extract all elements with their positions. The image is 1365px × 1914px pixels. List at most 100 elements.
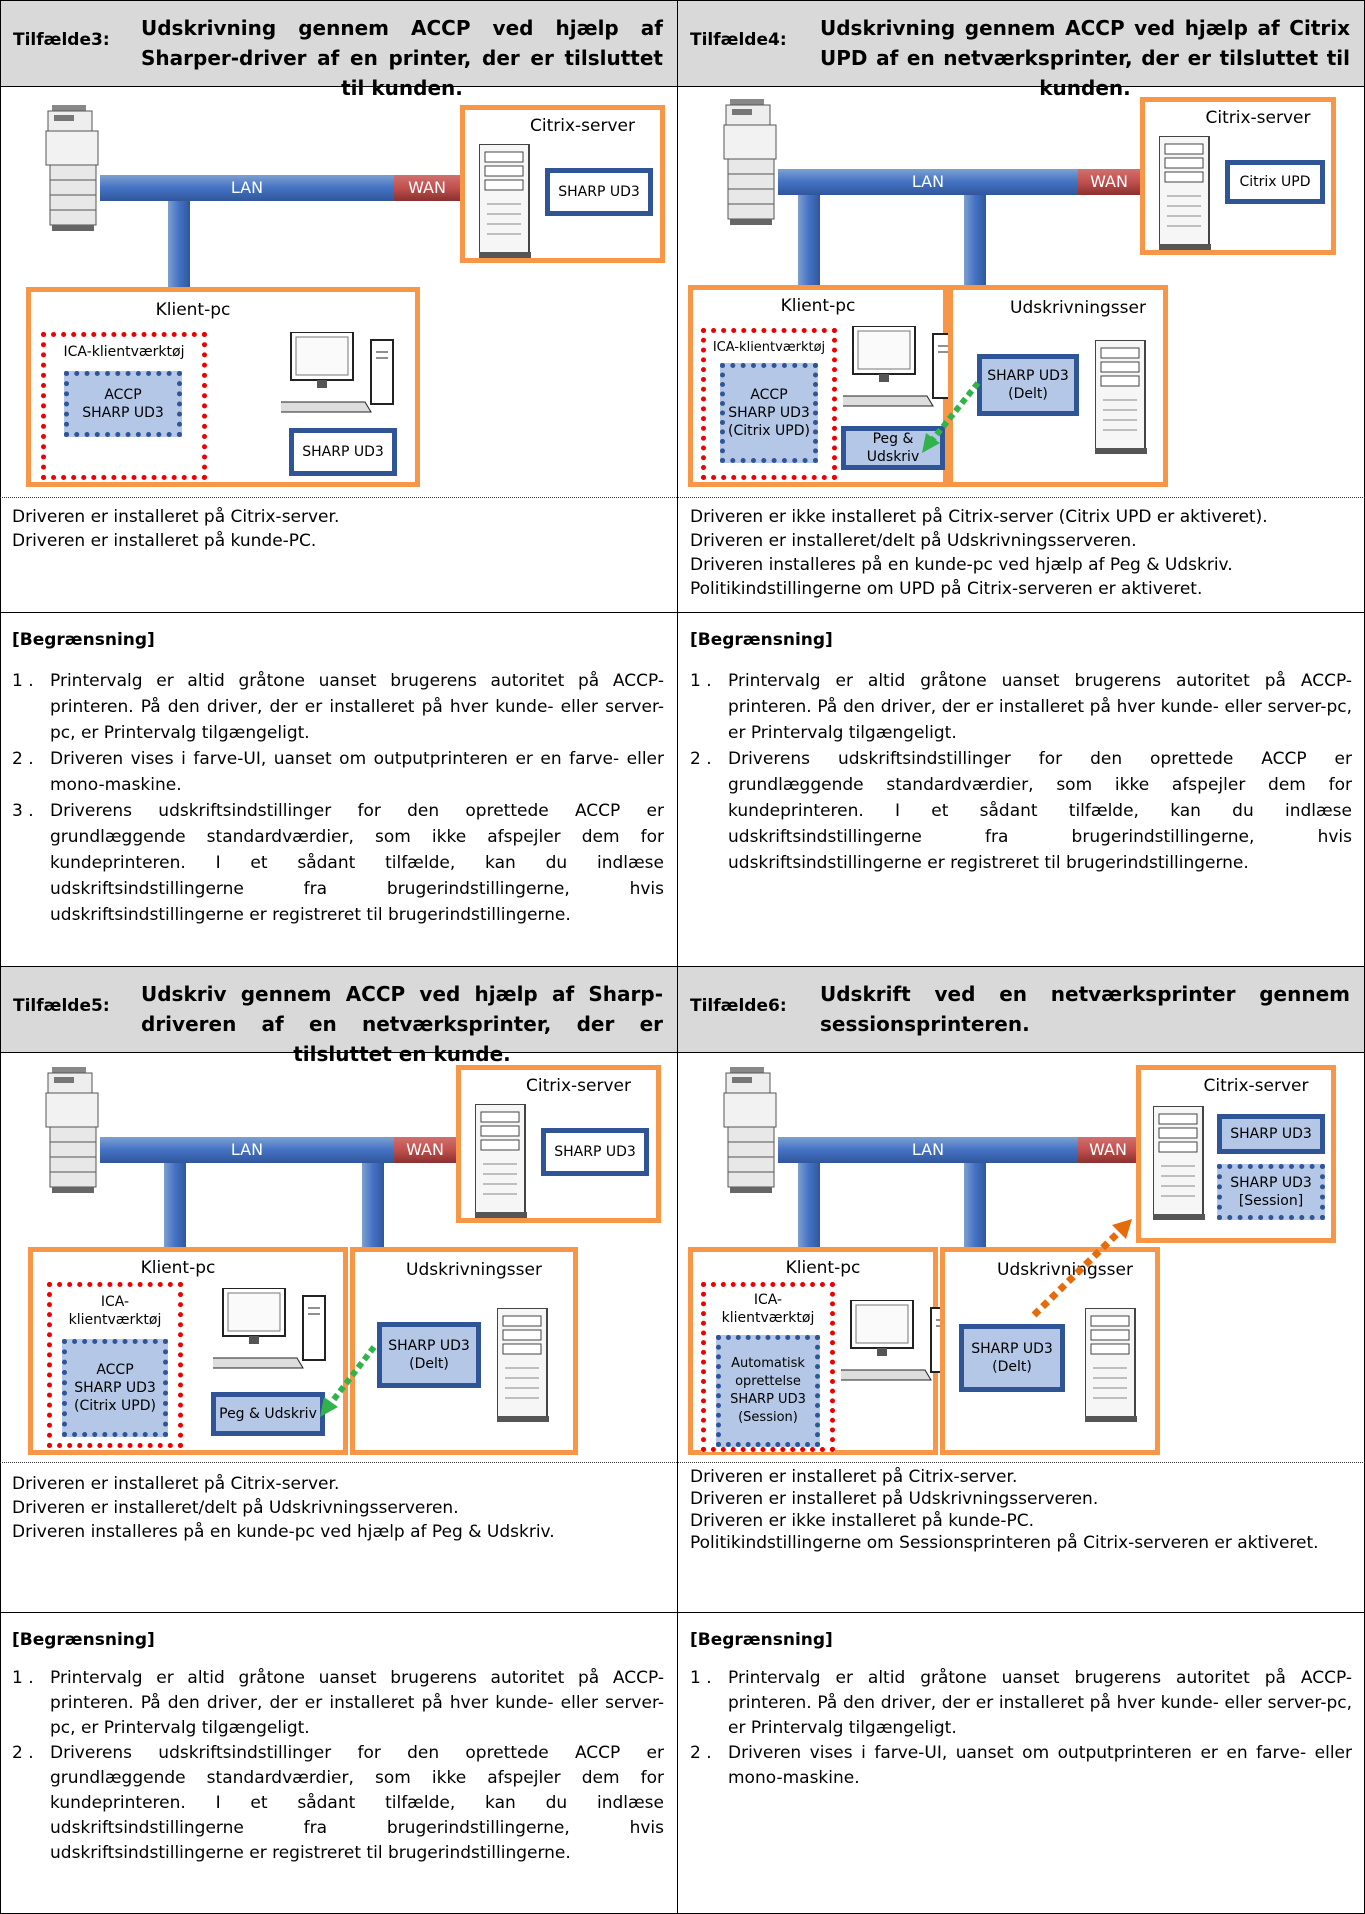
description-line: Politikindstillingerne om Sessionsprinte… [690,1533,1319,1553]
case3-header: Tilfælde3: Udskrivning gennem ACCP ved h… [1,1,677,100]
client-title: Klient-pc [155,300,231,320]
print-server-driver-box: SHARP UD3 (Delt) [377,1322,481,1388]
server-title: Citrix-server [526,1076,631,1096]
case6-diagram: LAN WAN Citrix-server SHARP UD3 SHARP UD… [678,1053,1364,1462]
server-icon [497,1308,550,1423]
description-line: Driveren er installeret på Citrix-server… [690,1467,1018,1487]
server-icon [1085,1308,1138,1423]
case4-label: Tilfælde4: [690,30,787,50]
description-line: Driveren er installeret/delt på Udskrivn… [12,1498,459,1518]
description-line: Driveren er installeret på Udskrivningss… [690,1489,1099,1509]
server-title: Citrix-server [1203,1076,1309,1096]
wan-bar: WAN [394,175,460,201]
client-title: Klient-pc [780,296,856,316]
case4-limitations: 1 .Printervalg er altid gråtone uanset b… [690,668,1352,876]
lan-drop [798,195,820,285]
server-driver-box: SHARP UD3 [1217,1114,1325,1154]
lan-drop [168,201,190,287]
description-line: Driveren er ikke installeret på Citrix-s… [690,507,1268,527]
client-title: Klient-pc [785,1258,861,1278]
list-item: 2 .Driveren vises i farve-UI, uanset om … [12,749,664,795]
ica-title: ICA-klientværktøj [712,340,826,355]
rule [0,86,1365,87]
ica-client-box: ICA-klientværktøj ACCP SHARP UD3 (Citrix… [701,328,837,480]
case6-title: Udskrift ved en netværksprinter gennem s… [820,982,1350,1036]
client-driver-box: SHARP UD3 [289,428,397,476]
ica-title: ICA-klientværktøj [63,344,185,360]
description-line: Driveren er installeret/delt på Udskrivn… [690,531,1137,551]
server-title: Citrix-server [530,116,635,136]
printer-icon [45,1067,99,1194]
accp-driver-box: ACCP SHARP UD3 (Citrix UPD) [720,363,818,463]
print-server-title: Udskrivningsser [406,1260,542,1280]
case5-title: Udskriv gennem ACCP ved hjælp af Sharp-d… [141,982,663,1066]
description-line: Driveren er installeret på Citrix-server… [12,1474,340,1494]
lan-drop [362,1163,384,1247]
case3-title: Udskrivning gennem ACCP ved hjælp af Sha… [141,16,663,100]
case4-title: Udskrivning gennem ACCP ved hjælp af Cit… [820,16,1350,100]
list-item: 1 .Printervalg er altid gråtone uanset b… [690,671,1352,743]
print-server-box: Udskrivningsser SHARP UD3 (Delt) [350,1247,578,1455]
description-line: Driveren installeres på en kunde-pc ved … [12,1522,555,1542]
lan-bar: LAN [778,1137,1078,1163]
case3-description: Driveren er installeret på Citrix-server… [12,505,667,553]
server-icon [1159,136,1212,251]
lan-drop [798,1163,820,1247]
citrix-server-box: Citrix-server SHARP UD3 SHARP UD3 [Sessi… [1136,1065,1336,1243]
case5-limitation-heading: [Begrænsning] [12,1630,155,1650]
rule-dotted [0,497,1365,498]
list-item: 1 .Printervalg er altid gråtone uanset b… [12,671,664,743]
case3-limitation-heading: [Begrænsning] [12,630,155,650]
citrix-server-box: Citrix-server SHARP UD3 [456,1065,661,1223]
description-line: Driveren er installeret på kunde-PC. [12,531,317,551]
list-item: 2 .Driverens udskriftsindstillinger for … [690,749,1352,873]
client-pc-box: Klient-pc ICA-klientværktøj ACCP SHARP U… [26,287,420,487]
ica-title: ICA- klientværktøj [68,1294,162,1328]
accp-driver-box: ACCP SHARP UD3 [64,371,182,437]
printer-icon [723,99,777,226]
rule [0,1612,1365,1613]
case5-description: Driveren er installeret på Citrix-server… [12,1472,667,1544]
column-divider [677,0,678,1914]
ica-client-box: ICA- klientværktøj ACCP SHARP UD3 (Citri… [47,1282,183,1448]
session-driver-box: SHARP UD3 [Session] [1217,1164,1325,1220]
server-icon [479,144,532,259]
accp-driver-box: Automatisk oprettelse SHARP UD3 (Session… [716,1335,820,1447]
description-line: Driveren er ikke installeret på kunde-PC… [690,1511,1034,1531]
rule [0,966,1365,967]
client-pc-box: Klient-pc ICA-klientværktøj ACCP SHARP U… [688,285,956,487]
client-driver-box: Peg & Udskriv [211,1392,325,1436]
case5-label: Tilfælde5: [13,996,110,1016]
server-driver-box: SHARP UD3 [541,1128,649,1176]
print-server-driver-box: SHARP UD3 (Delt) [977,354,1079,416]
citrix-server-box: Citrix-server SHARP UD3 [460,105,665,263]
client-driver-box: Peg & Udskriv [841,426,945,470]
print-server-driver-box: SHARP UD3 (Delt) [959,1324,1065,1392]
print-server-box: Udskrivningsser SHARP UD3 (Delt) [940,1247,1160,1455]
list-item: 3 .Driverens udskriftsindstillinger for … [12,801,664,925]
list-item: 1 .Printervalg er altid gråtone uanset b… [690,1668,1352,1738]
rule [0,612,1365,613]
rule [0,0,1365,1]
list-item: 2 .Driveren vises i farve-UI, uanset om … [690,1743,1352,1788]
server-driver-box: Citrix UPD [1225,160,1325,204]
server-title: Citrix-server [1205,108,1311,128]
case6-limitations: 1 .Printervalg er altid gråtone uanset b… [690,1666,1352,1791]
case6-label: Tilfælde6: [690,996,787,1016]
printer-icon [723,1067,777,1194]
server-icon [1153,1106,1206,1221]
case6-description: Driveren er installeret på Citrix-server… [690,1466,1354,1554]
description-line: Driveren er installeret på Citrix-server… [12,507,340,527]
case3-label: Tilfælde3: [13,30,110,50]
case6-header: Tilfælde6: Udskrift ved en netværksprint… [678,967,1364,1052]
case4-description: Driveren er ikke installeret på Citrix-s… [690,505,1355,601]
citrix-server-box: Citrix-server Citrix UPD [1140,97,1336,255]
server-icon [1095,340,1148,455]
print-server-box: Udskrivningsser SHARP UD3 (Delt) [948,285,1168,487]
server-driver-box: SHARP UD3 [545,168,653,216]
client-title: Klient-pc [140,1258,216,1278]
ica-client-box: ICA- klientværktøj Automatisk oprettelse… [701,1282,835,1452]
print-server-title: Udskrivningsser [1010,298,1146,318]
wan-bar: WAN [1078,1137,1138,1163]
description-line: Driveren installeres på en kunde-pc ved … [690,555,1233,575]
